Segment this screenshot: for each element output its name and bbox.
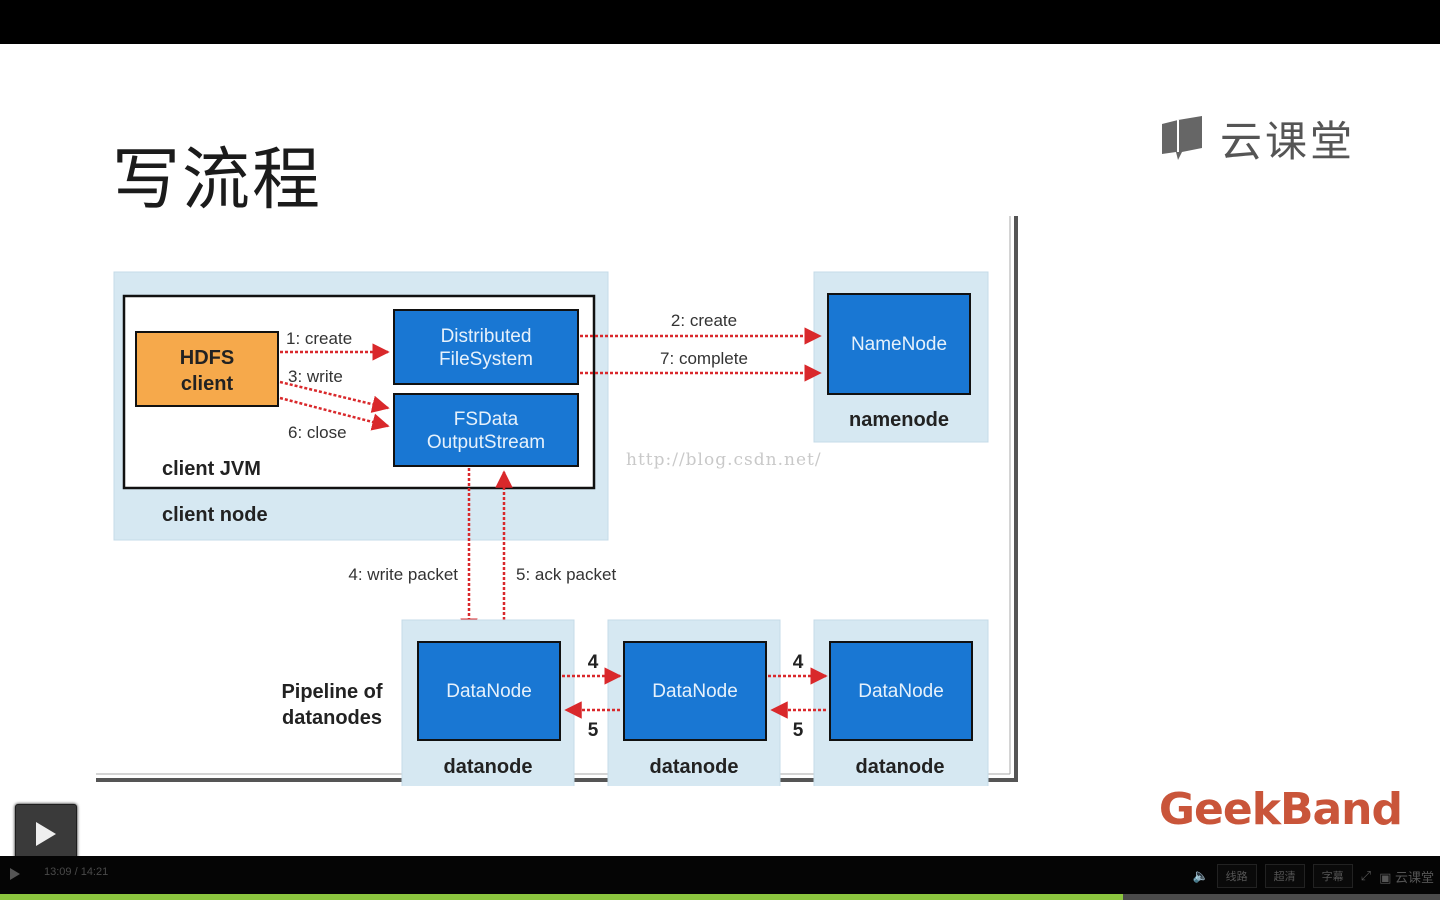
namenode-label: namenode <box>849 409 949 431</box>
hdfs-write-diagram: HDFS client Distributed FileSystem FSDat… <box>96 216 1026 786</box>
client-node-label: client node <box>162 504 268 526</box>
play-icon <box>36 822 56 846</box>
diagram-svg: HDFS client Distributed FileSystem FSDat… <box>96 216 1018 786</box>
pkt4-label-a: 4 <box>588 652 599 673</box>
hdfs-client-label-2: client <box>181 373 234 395</box>
client-jvm-label: client JVM <box>162 458 261 480</box>
datanode-2: DataNode datanode <box>607 619 781 786</box>
datanode-label-2: datanode <box>650 756 739 778</box>
pkt5-label-a: 5 <box>588 720 599 741</box>
hdfs-client-label: HDFS <box>180 347 234 369</box>
datanode-box-1 <box>417 641 561 741</box>
small-play-icon[interactable] <box>10 868 20 880</box>
slide-title: 写流程 <box>112 141 323 220</box>
book-icon <box>1162 116 1202 160</box>
volume-icon[interactable]: 🔈 <box>1192 868 1209 883</box>
pipeline-label-2: datanodes <box>282 707 382 729</box>
subtitle-button[interactable]: 字幕 <box>1312 864 1353 888</box>
distributed-filesystem-box <box>393 309 579 385</box>
datanode-box-2 <box>623 641 767 741</box>
datanode-box-3 <box>829 641 973 741</box>
play-button[interactable] <box>15 804 77 864</box>
progress-bar[interactable] <box>0 894 1440 900</box>
datanode-label-3: datanode <box>856 756 945 778</box>
playback-time: 13:09 / 14:21 <box>44 866 109 878</box>
arrow-close <box>279 396 390 431</box>
datanode-3: DataNode datanode <box>813 619 989 786</box>
hdfs-client-box <box>135 331 279 407</box>
datanode-1: DataNode datanode <box>401 619 575 786</box>
step6-label: 6: close <box>288 423 347 442</box>
datanode-box-label-2: DataNode <box>652 681 738 702</box>
fsdata-outputstream-box <box>393 393 579 467</box>
watermark-url: http://blog.csdn.net/ <box>626 450 822 470</box>
namenode-box <box>827 293 971 395</box>
step1-label: 1: create <box>286 329 352 348</box>
step3-label: 3: write <box>288 367 343 386</box>
progress-fill <box>0 894 1124 900</box>
logo-text: 云课堂 <box>1220 116 1356 166</box>
namenode: NameNode namenode <box>813 271 989 443</box>
fsdata-label-2: OutputStream <box>427 432 545 453</box>
fsdata-label-1: FSData <box>454 409 519 430</box>
step5-label: 5: ack packet <box>516 565 616 584</box>
pkt4-label-b: 4 <box>793 652 804 673</box>
player-brand-text: 云课堂 <box>1394 869 1434 885</box>
datanode-box-label-3: DataNode <box>858 681 944 702</box>
dfs-label-1: Distributed <box>441 326 532 347</box>
namenode-box-label: NameNode <box>851 334 947 355</box>
player-brand: ▣ 云课堂 <box>1379 869 1434 885</box>
player-right-controls: 🔈 线路 超清 字幕 ⤢ ▣ 云课堂 <box>1192 864 1434 888</box>
pipeline-label-1: Pipeline of <box>281 681 382 703</box>
step4-label: 4: write packet <box>348 565 458 584</box>
step2-label: 2: create <box>671 311 737 330</box>
yunketang-logo: 云课堂 <box>1158 110 1355 166</box>
datanode-label-1: datanode <box>444 756 533 778</box>
fullscreen-icon[interactable]: ⤢ <box>1360 868 1372 883</box>
route-button[interactable]: 线路 <box>1216 864 1257 888</box>
arrow-write <box>279 380 390 413</box>
datanode-box-label-1: DataNode <box>446 681 532 702</box>
dfs-label-2: FileSystem <box>439 349 533 370</box>
client-node: HDFS client Distributed FileSystem FSDat… <box>113 271 609 541</box>
quality-button[interactable]: 超清 <box>1264 864 1305 888</box>
slide: 写流程 云课堂 HDFS <box>0 44 1440 856</box>
geekband-logo: GeekBand <box>1158 784 1403 835</box>
pkt5-label-b: 5 <box>793 720 804 741</box>
player-control-bar: 13:09 / 14:21 🔈 线路 超清 字幕 ⤢ ▣ 云课堂 <box>0 856 1440 894</box>
step7-label: 7: complete <box>660 349 748 368</box>
